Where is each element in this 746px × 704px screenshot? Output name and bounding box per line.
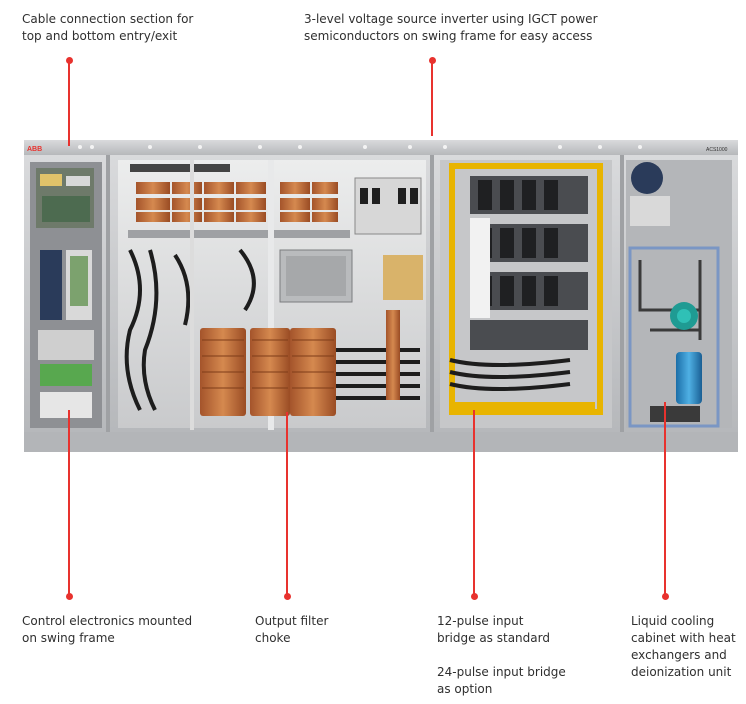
callout-output-filter: Output filter choke [255, 614, 329, 645]
inverter-section [430, 155, 620, 432]
callout-cable-connection: Cable connection section for top and bot… [22, 12, 194, 43]
cabinet-plinth [24, 430, 738, 452]
leader-line-inverter [431, 60, 433, 136]
callout-liquid-cooling: Liquid cooling cabinet with heat exchang… [631, 614, 736, 679]
leader-line-liquid-cooling [664, 402, 666, 594]
leader-dot-output-filter [284, 593, 291, 600]
output-choke-coils [200, 328, 336, 416]
leader-dot-input-bridge [471, 593, 478, 600]
model-badge: ACS1000 [706, 147, 728, 153]
callout-inverter: 3-level voltage source inverter using IG… [304, 12, 598, 43]
cooling-section [620, 155, 738, 432]
leader-line-input-bridge [473, 410, 475, 594]
leader-line-cable-connection [68, 60, 70, 146]
top-holes [78, 145, 642, 149]
leader-line-control-electronics [68, 410, 70, 594]
filter-choke-section [106, 155, 430, 432]
control-section [24, 155, 106, 432]
cabinet-top-strip [24, 140, 738, 155]
leader-line-output-filter [286, 412, 288, 594]
callout-input-bridge: 12-pulse input bridge as standard 24-pul… [437, 614, 566, 696]
leader-dot-liquid-cooling [662, 593, 669, 600]
brand-logo: ABB [27, 146, 42, 153]
callout-control-electronics: Control electronics mounted on swing fra… [22, 614, 193, 645]
leader-dot-control-electronics [66, 593, 73, 600]
